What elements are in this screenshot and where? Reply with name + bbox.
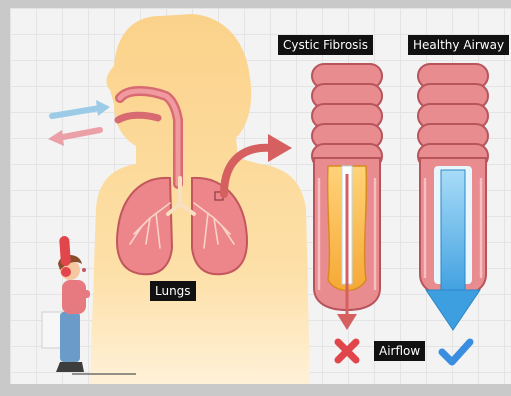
- healthy-airway: [418, 64, 488, 330]
- check-icon: [442, 342, 470, 362]
- breath-arrows-icon: [48, 100, 110, 146]
- healthy-airway-label: Healthy Airway: [408, 35, 509, 55]
- cystic-fibrosis-airway: [312, 64, 382, 330]
- lungs-label: Lungs: [150, 281, 196, 301]
- airflow-label: Airflow: [374, 341, 425, 361]
- cystic-fibrosis-label: Cystic Fibrosis: [278, 35, 373, 55]
- illustration: [10, 8, 511, 384]
- cross-icon: [338, 342, 356, 360]
- diagram-canvas: Cystic Fibrosis Healthy Airway Lungs Air…: [10, 8, 511, 384]
